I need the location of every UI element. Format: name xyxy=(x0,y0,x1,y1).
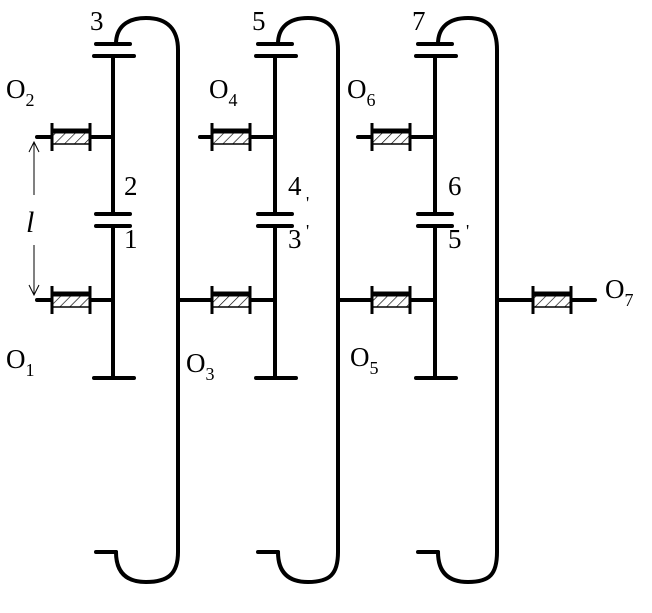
label-gear-3: 3 xyxy=(90,6,104,36)
label-axis-o7: O7 xyxy=(605,274,634,310)
internal-gear-5 xyxy=(276,16,340,584)
label-axis-o4: O4 xyxy=(209,74,238,110)
label-axis-o3: O3 xyxy=(186,348,215,384)
label-axis-o5: O5 xyxy=(350,342,379,378)
bearing-o2 xyxy=(50,123,92,151)
bearing-o7 xyxy=(531,286,573,314)
bearing-o1 xyxy=(50,286,92,314)
label-gear-3-prime: 3 xyxy=(288,224,302,254)
label-gear-4-prime: ' xyxy=(306,193,309,213)
label-gear-5: 5 xyxy=(252,6,266,36)
label-gear-1: 1 xyxy=(124,224,138,254)
label-gear-7: 7 xyxy=(412,6,426,36)
bearing-o4 xyxy=(210,123,252,151)
label-gear-5-prime-mark: ' xyxy=(466,221,469,241)
bearing-o5 xyxy=(370,286,412,314)
label-gear-3-prime-mark: ' xyxy=(306,221,309,241)
bearing-o6 xyxy=(370,123,412,151)
label-gear-4: 4 xyxy=(288,171,302,201)
label-gear-5-prime: 5 xyxy=(448,224,462,254)
distance-dimension xyxy=(28,140,40,297)
label-axis-o2: O2 xyxy=(6,74,35,110)
label-gear-6: 6 xyxy=(448,171,462,201)
bearing-o3 xyxy=(210,286,252,314)
internal-gear-7 xyxy=(436,16,499,584)
internal-gear-3 xyxy=(114,16,180,584)
label-axis-o6: O6 xyxy=(347,74,376,110)
label-axis-o1: O1 xyxy=(6,344,35,380)
label-distance-l: l xyxy=(26,206,34,239)
label-gear-2: 2 xyxy=(124,171,138,201)
